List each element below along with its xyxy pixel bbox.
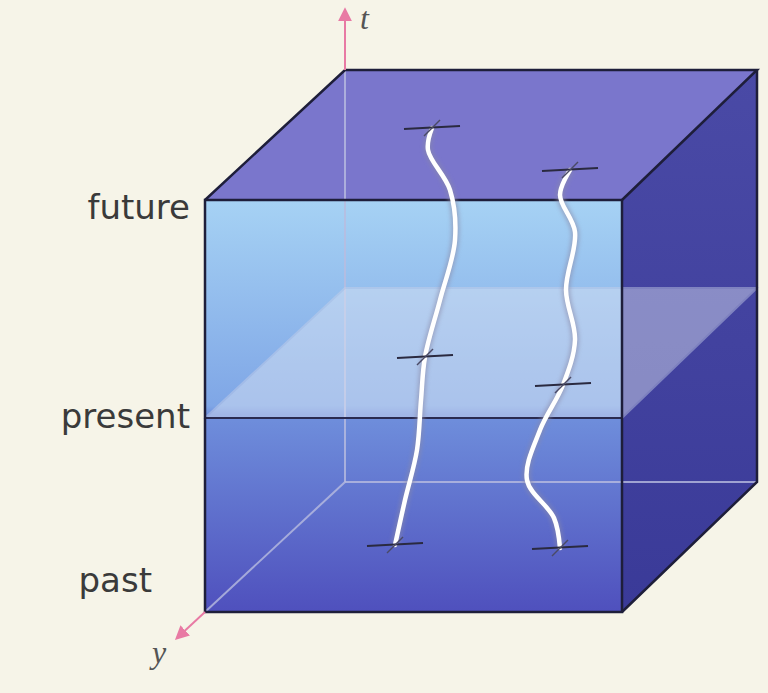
space-axis <box>177 612 205 638</box>
tick-mark <box>562 162 578 178</box>
axis-label: y <box>152 636 166 668</box>
axis-label: t <box>360 2 369 34</box>
worldline-shadow <box>527 170 576 548</box>
tick-mark <box>552 540 568 556</box>
worldline <box>527 170 576 548</box>
cube-outline <box>205 70 757 612</box>
present-plane <box>205 288 757 418</box>
time-axis <box>344 10 346 70</box>
tick-mark <box>387 537 403 553</box>
top-face <box>205 70 757 200</box>
worldline-shadow <box>395 128 455 545</box>
region-label: future <box>87 190 190 224</box>
tick-mark <box>424 120 440 136</box>
worldline <box>395 128 455 545</box>
present-edge <box>205 417 622 419</box>
tick-mark <box>417 349 433 365</box>
hidden-edge <box>205 482 345 612</box>
region-label: past <box>79 563 152 597</box>
hidden-edge <box>344 70 346 482</box>
tick-mark <box>555 377 571 393</box>
region-label: present <box>61 399 190 433</box>
